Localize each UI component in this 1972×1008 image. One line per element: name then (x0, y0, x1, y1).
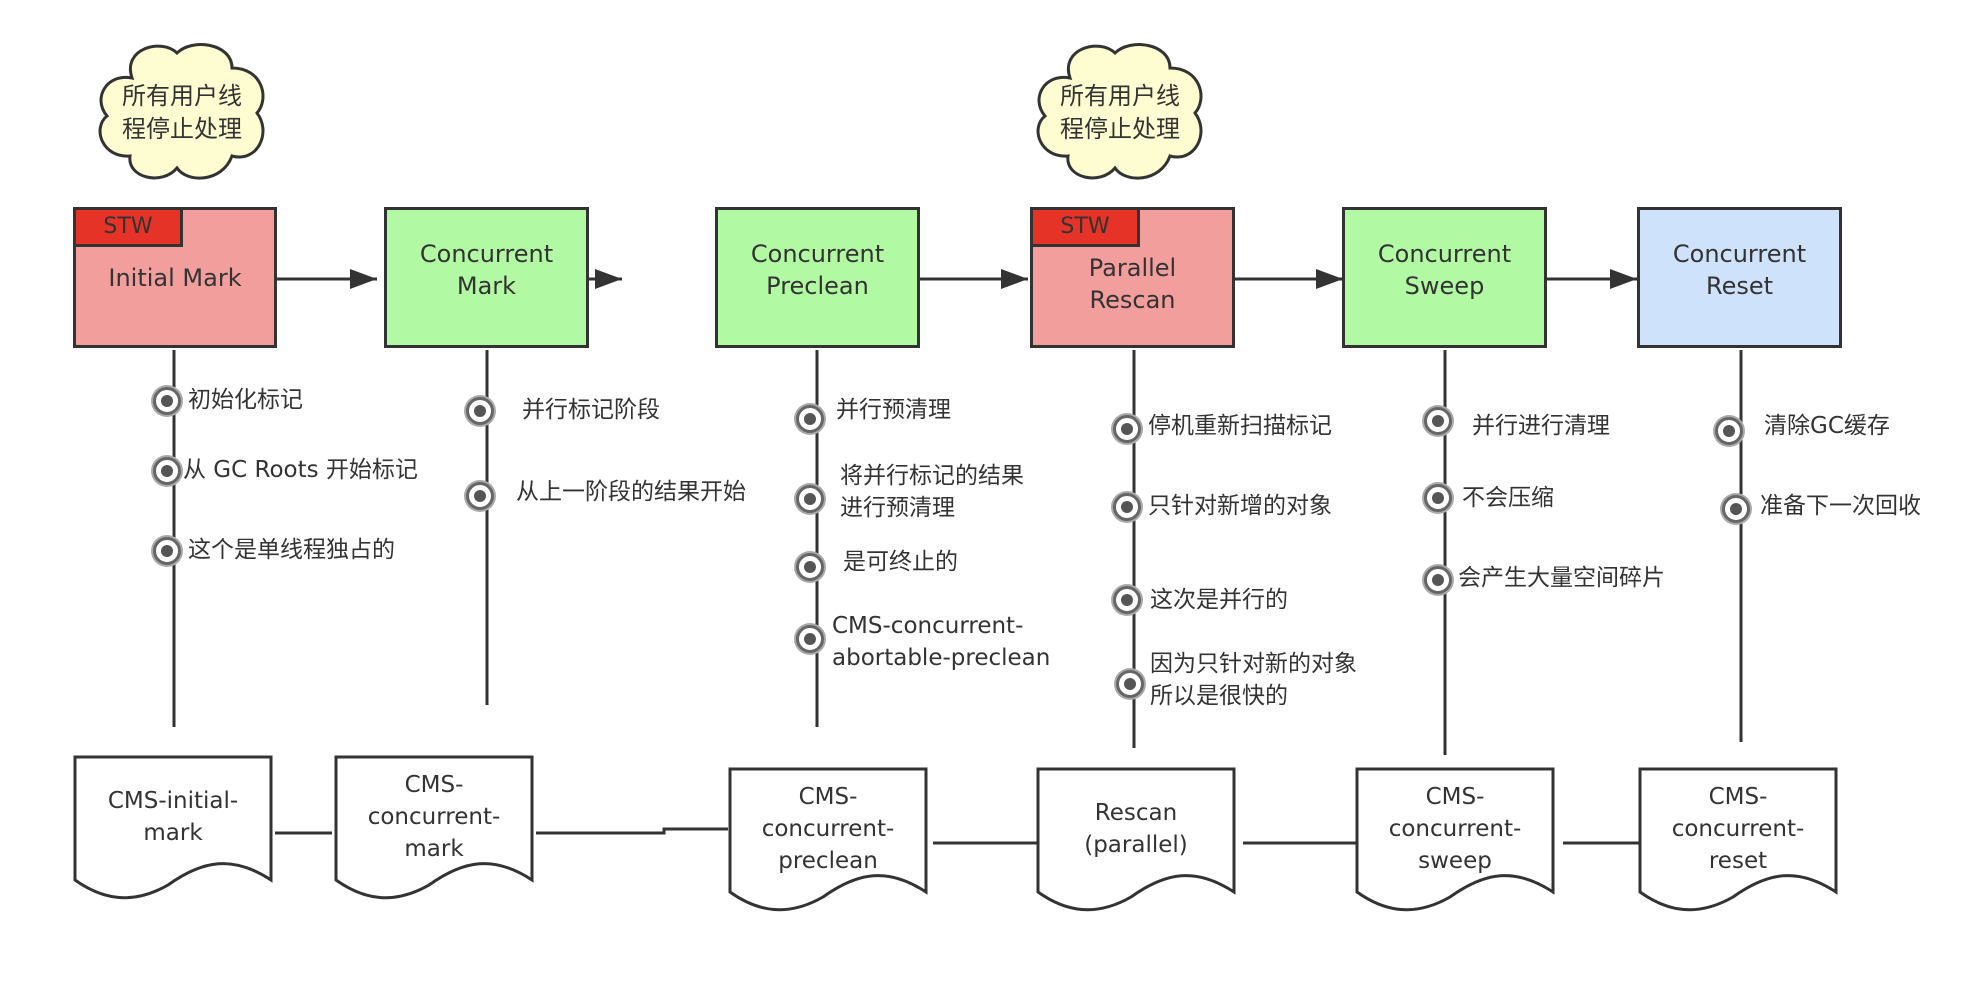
bullet-icon (1715, 417, 1743, 445)
bullet-icon (1424, 566, 1452, 594)
cloud-text: 所有用户线 程停止处理 (1060, 82, 1180, 143)
note-item: 并行进行清理 (1472, 413, 1610, 439)
note-item: 不会压缩 (1462, 485, 1554, 511)
note-item: 停机重新扫描标记 (1148, 413, 1332, 439)
bullet-icon (1113, 415, 1141, 443)
log-document: Rescan (parallel) (1036, 767, 1236, 917)
log-document: CMS- concurrent- sweep (1355, 767, 1555, 917)
note-item: 并行预清理 (836, 397, 951, 423)
bullet-icon (153, 457, 181, 485)
stage-parallel-rescan: STW Parallel Rescan (1030, 207, 1235, 348)
note-item: 准备下一次回收 (1760, 493, 1921, 519)
bullet-icon (1722, 495, 1750, 523)
cloud-shape (1036, 43, 1203, 180)
stage-concurrent-reset: Concurrent Reset (1637, 207, 1842, 348)
stw-cloud-note: 所有用户线 程停止处理 (1030, 38, 1210, 188)
arrow-head (595, 269, 622, 289)
note-item: 从 GC Roots 开始标记 (183, 457, 418, 483)
stw-cloud-note: 所有用户线 程停止处理 (92, 38, 272, 188)
bullet-icon (1113, 493, 1141, 521)
stw-badge: STW (73, 207, 183, 247)
log-label: CMS- concurrent- reset (1671, 784, 1805, 874)
log-label: CMS- concurrent- sweep (1388, 784, 1522, 874)
note-item: 只针对新增的对象 (1148, 493, 1332, 519)
arrow-head (1610, 269, 1637, 289)
arrow-head (1316, 269, 1343, 289)
note-item: 将并行标记的结果 进行预清理 (840, 463, 1024, 521)
log-label: CMS- concurrent- preclean (761, 784, 895, 874)
document-shape (1036, 767, 1236, 912)
log-document: CMS- concurrent- reset (1638, 767, 1838, 917)
cloud-text: 所有用户线 程停止处理 (122, 82, 242, 143)
bullet-icon (153, 537, 181, 565)
stage-concurrent-preclean: Concurrent Preclean (715, 207, 920, 348)
bullet-icon (1116, 670, 1144, 698)
document-shape (1355, 767, 1555, 912)
bullet-icon (153, 387, 181, 415)
log-document: CMS- concurrent- mark (334, 755, 534, 905)
stage-label: Parallel Rescan (1088, 253, 1177, 314)
note-item: 这次是并行的 (1150, 587, 1288, 613)
note-item: 因为只针对新的对象 所以是很快的 (1150, 651, 1357, 709)
note-item: 从上一阶段的结果开始 (516, 479, 746, 505)
bullet-icon (1424, 407, 1452, 435)
stage-concurrent-sweep: Concurrent Sweep (1342, 207, 1547, 348)
note-item: 并行标记阶段 (522, 397, 660, 423)
stw-badge: STW (1030, 207, 1140, 247)
arrow-head (350, 269, 377, 289)
note-item: 这个是单线程独占的 (188, 537, 395, 563)
log-document: CMS- concurrent- preclean (728, 767, 928, 917)
stage-concurrent-mark: Concurrent Mark (384, 207, 589, 348)
stage-label: Concurrent Mark (419, 239, 554, 300)
note-item: 清除GC缓存 (1764, 413, 1890, 439)
document-shape (1638, 767, 1838, 912)
stage-label: Concurrent Sweep (1377, 239, 1512, 300)
bullet-icon (796, 485, 824, 513)
log-label: Rescan (parallel) (1084, 800, 1188, 858)
stage-label: Concurrent Preclean (750, 239, 885, 300)
log-document: CMS-initial- mark (73, 755, 273, 905)
stage-label: Initial Mark (108, 263, 242, 292)
note-item: 是可终止的 (843, 549, 958, 575)
bullet-icon (466, 482, 494, 510)
bullet-icon (1424, 484, 1452, 512)
document-shape (73, 755, 273, 900)
log-label: CMS- concurrent- mark (367, 772, 501, 862)
note-item: CMS-concurrent- abortable-preclean (832, 613, 1051, 671)
note-item: 会产生大量空间碎片 (1458, 565, 1665, 591)
bullet-icon (1113, 586, 1141, 614)
stage-label: Concurrent Reset (1672, 239, 1807, 300)
note-item: 初始化标记 (188, 387, 303, 413)
document-shape (334, 755, 534, 900)
arrow-head (1001, 269, 1028, 289)
bullet-icon (796, 405, 824, 433)
log-label: CMS-initial- mark (107, 788, 239, 846)
bullet-icon (466, 397, 494, 425)
stage-initial-mark: STW Initial Mark (73, 207, 277, 348)
bullet-icon (796, 553, 824, 581)
bullet-icon (796, 625, 824, 653)
log-connector (536, 827, 728, 835)
cloud-shape (98, 43, 265, 180)
document-shape (728, 767, 928, 912)
